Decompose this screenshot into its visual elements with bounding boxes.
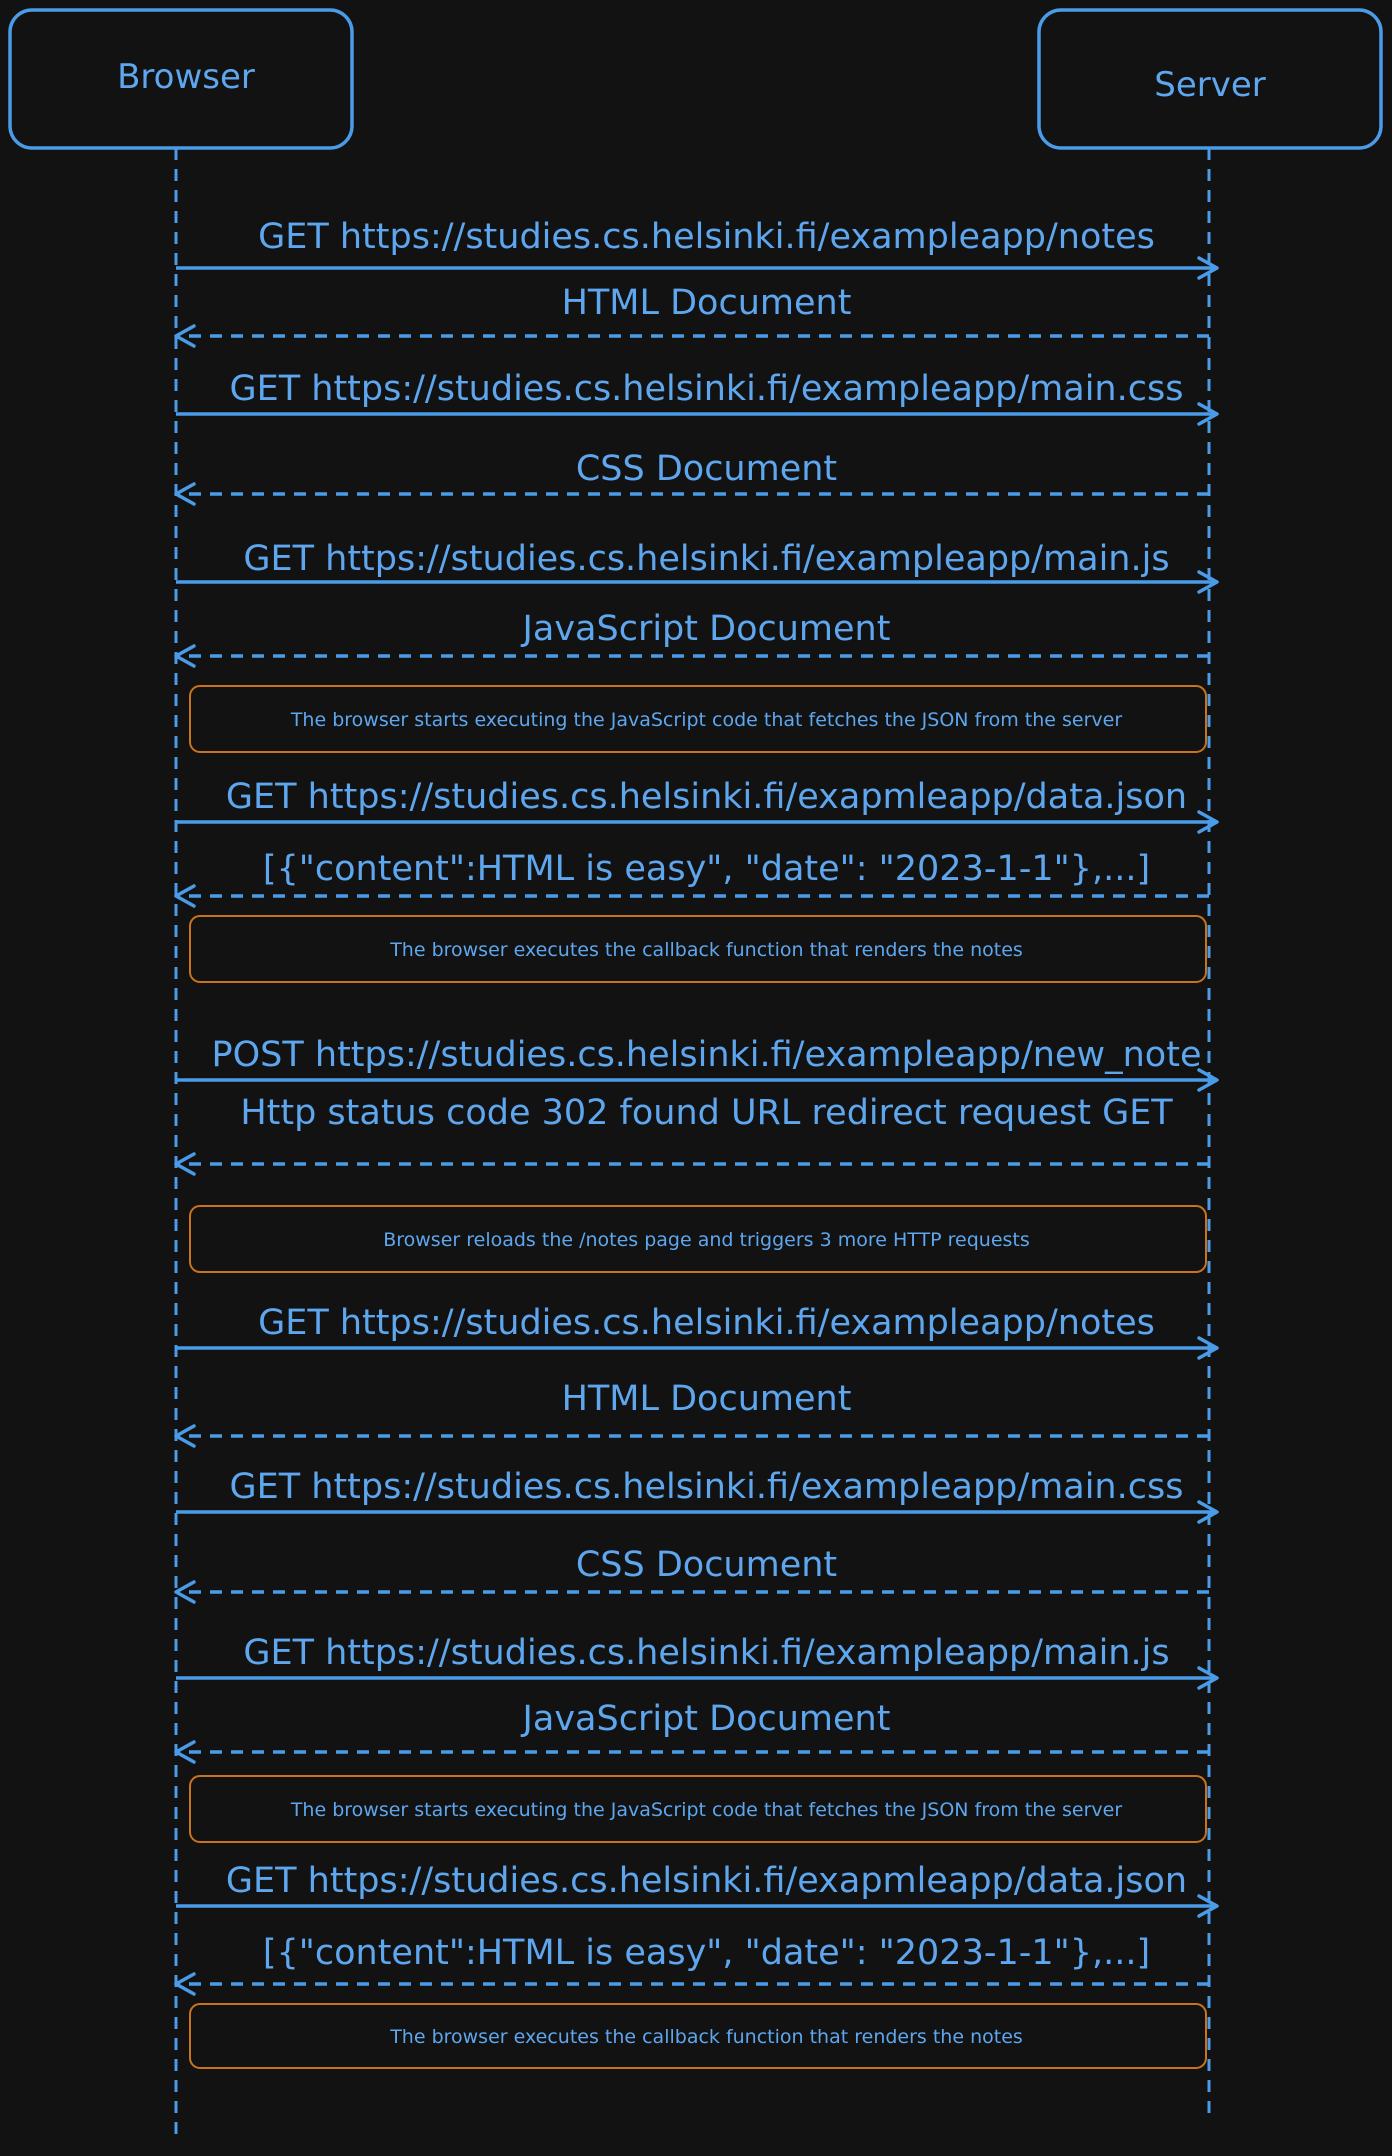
message-2: HTML Document bbox=[174, 283, 1209, 348]
arrow-head-left-icon bbox=[174, 1972, 196, 1996]
message-13-label: GET https://studies.cs.helsinki.fi/examp… bbox=[230, 1467, 1184, 1507]
note-5: The browser executes the callback functi… bbox=[189, 2003, 1207, 2069]
message-4-label: CSS Document bbox=[576, 449, 837, 489]
note-box bbox=[189, 2003, 1207, 2069]
server-box bbox=[1037, 8, 1383, 150]
arrow-head-left-icon bbox=[174, 884, 196, 908]
message-11-label: GET https://studies.cs.helsinki.fi/examp… bbox=[258, 1303, 1155, 1343]
message-14: CSS Document bbox=[174, 1545, 1209, 1604]
message-18-label: [{"content":HTML is easy", "date": "2023… bbox=[263, 1933, 1150, 1973]
message-3: GET https://studies.cs.helsinki.fi/examp… bbox=[176, 369, 1219, 426]
message-6-label: JavaScript Document bbox=[521, 609, 891, 649]
note-4: The browser starts executing the JavaScr… bbox=[189, 1775, 1207, 1843]
note-1: The browser starts executing the JavaScr… bbox=[189, 685, 1207, 753]
message-6: JavaScript Document bbox=[174, 609, 1209, 668]
arrow-head-right-icon bbox=[1197, 1500, 1219, 1524]
note-2-label: The browser executes the callback functi… bbox=[389, 939, 1023, 961]
arrow-head-left-icon bbox=[174, 1152, 196, 1176]
note-box bbox=[189, 685, 1207, 753]
note-box bbox=[189, 1205, 1207, 1273]
arrow-head-right-icon bbox=[1197, 1068, 1219, 1092]
message-4: CSS Document bbox=[174, 449, 1209, 506]
message-8-label: [{"content":HTML is easy", "date": "2023… bbox=[263, 849, 1150, 889]
note-2: The browser executes the callback functi… bbox=[189, 915, 1207, 983]
arrow-head-right-icon bbox=[1197, 810, 1219, 834]
arrow-head-left-icon bbox=[174, 1580, 196, 1604]
message-11: GET https://studies.cs.helsinki.fi/examp… bbox=[176, 1303, 1219, 1360]
arrow-head-right-icon bbox=[1197, 1336, 1219, 1360]
message-9: POST https://studies.cs.helsinki.fi/exam… bbox=[176, 1035, 1219, 1092]
arrow-head-right-icon bbox=[1197, 256, 1219, 280]
message-17-label: GET https://studies.cs.helsinki.fi/exapm… bbox=[226, 1861, 1187, 1901]
message-7: GET https://studies.cs.helsinki.fi/exapm… bbox=[176, 777, 1219, 834]
note-box bbox=[189, 915, 1207, 983]
note-5-label: The browser executes the callback functi… bbox=[389, 2026, 1023, 2048]
message-10: Http status code 302 found URL redirect … bbox=[174, 1093, 1209, 1176]
message-12: HTML Document bbox=[174, 1379, 1209, 1448]
message-1-label: GET https://studies.cs.helsinki.fi/examp… bbox=[258, 217, 1155, 257]
message-16: JavaScript Document bbox=[174, 1699, 1209, 1764]
message-18: [{"content":HTML is easy", "date": "2023… bbox=[174, 1933, 1209, 1996]
message-1: GET https://studies.cs.helsinki.fi/examp… bbox=[176, 217, 1219, 280]
message-5: GET https://studies.cs.helsinki.fi/examp… bbox=[176, 539, 1219, 594]
message-12-label: HTML Document bbox=[562, 1379, 852, 1419]
arrow-head-left-icon bbox=[174, 644, 196, 668]
note-4-label: The browser starts executing the JavaScr… bbox=[290, 1799, 1123, 1821]
message-15-label: GET https://studies.cs.helsinki.fi/examp… bbox=[243, 1633, 1169, 1673]
arrow-head-right-icon bbox=[1197, 1666, 1219, 1690]
message-15: GET https://studies.cs.helsinki.fi/examp… bbox=[176, 1633, 1219, 1690]
browser-box bbox=[8, 8, 354, 150]
note-3-label: Browser reloads the /notes page and trig… bbox=[383, 1229, 1030, 1251]
note-3: Browser reloads the /notes page and trig… bbox=[189, 1205, 1207, 1273]
message-7-label: GET https://studies.cs.helsinki.fi/exapm… bbox=[226, 777, 1187, 817]
message-8: [{"content":HTML is easy", "date": "2023… bbox=[174, 849, 1209, 908]
note-1-label: The browser starts executing the JavaScr… bbox=[290, 709, 1123, 731]
arrow-head-left-icon bbox=[174, 1424, 196, 1448]
message-9-label: POST https://studies.cs.helsinki.fi/exam… bbox=[212, 1035, 1202, 1075]
message-2-label: HTML Document bbox=[562, 283, 852, 323]
browser-participant: Browser bbox=[8, 8, 354, 150]
arrow-head-left-icon bbox=[174, 1740, 196, 1764]
arrow-head-right-icon bbox=[1197, 570, 1219, 594]
server-participant: Server bbox=[1037, 8, 1383, 150]
message-5-label: GET https://studies.cs.helsinki.fi/examp… bbox=[243, 539, 1169, 579]
message-17: GET https://studies.cs.helsinki.fi/exapm… bbox=[176, 1861, 1219, 1918]
arrow-head-right-icon bbox=[1197, 1894, 1219, 1918]
arrow-head-right-icon bbox=[1197, 402, 1219, 426]
browser-label: Browser bbox=[117, 57, 255, 97]
message-10-label: Http status code 302 found URL redirect … bbox=[240, 1093, 1173, 1133]
message-13: GET https://studies.cs.helsinki.fi/examp… bbox=[176, 1467, 1219, 1524]
arrow-head-left-icon bbox=[174, 324, 196, 348]
message-3-label: GET https://studies.cs.helsinki.fi/examp… bbox=[230, 369, 1184, 409]
arrow-head-left-icon bbox=[174, 482, 196, 506]
message-16-label: JavaScript Document bbox=[521, 1699, 891, 1739]
server-label: Server bbox=[1154, 65, 1266, 105]
note-box bbox=[189, 1775, 1207, 1843]
message-14-label: CSS Document bbox=[576, 1545, 837, 1585]
